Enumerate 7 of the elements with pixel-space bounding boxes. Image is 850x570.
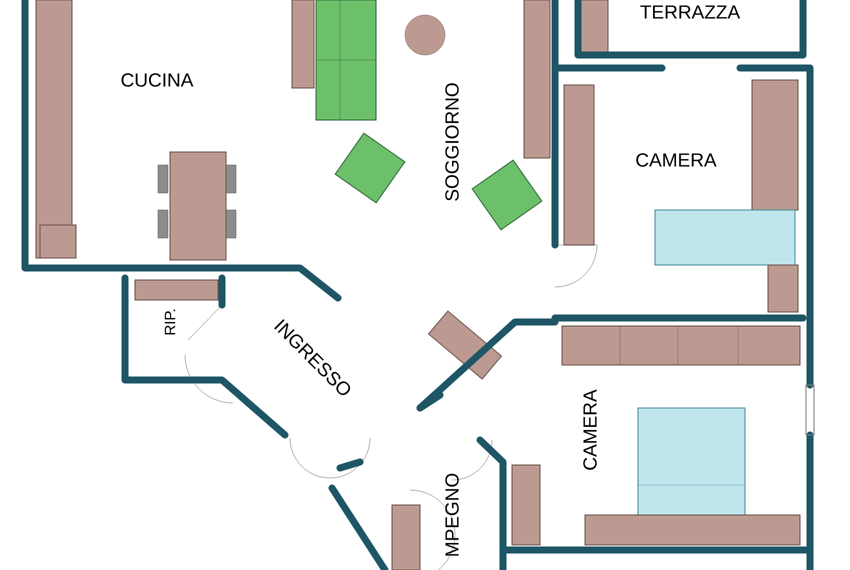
- room-label: SOGGIORNO: [445, 83, 459, 201]
- room-label: MPEGNO: [445, 474, 459, 556]
- room-label: CAMERA: [636, 153, 717, 167]
- room-label: RIP.: [164, 310, 176, 334]
- room-label: TERRAZZA: [640, 5, 740, 19]
- room-label: CUCINA: [122, 73, 194, 87]
- room-label: CAMERA: [583, 389, 597, 470]
